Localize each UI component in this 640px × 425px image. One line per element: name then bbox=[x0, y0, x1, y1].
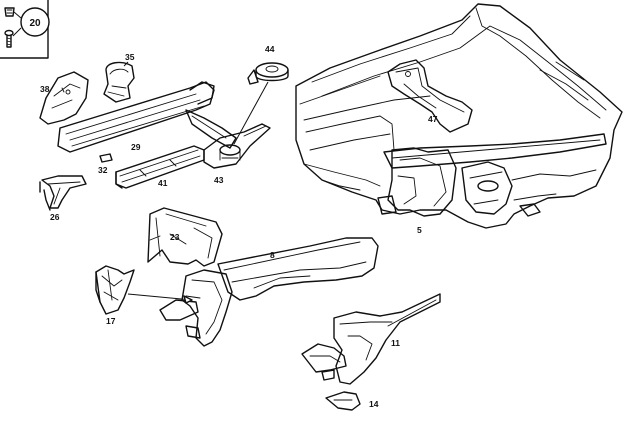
part-14-bracket bbox=[325, 391, 361, 411]
callout-17: 17 bbox=[106, 316, 116, 326]
callout-11: 11 bbox=[391, 338, 400, 348]
part-35-bracket bbox=[103, 61, 135, 103]
callout-26: 26 bbox=[50, 212, 60, 222]
part-32-clip bbox=[99, 153, 113, 163]
callout-32: 32 bbox=[98, 165, 108, 175]
part-29-side-rail bbox=[57, 81, 237, 153]
part-44-spring-cap bbox=[233, 62, 289, 145]
callout-35: 35 bbox=[125, 52, 135, 62]
part-26-bent-bracket bbox=[39, 175, 87, 211]
part-38-bracket bbox=[39, 71, 89, 125]
callout-29: 29 bbox=[131, 142, 141, 152]
part-8-wheel-apron bbox=[159, 237, 379, 347]
fastener-inset: 20 bbox=[0, 0, 50, 59]
callout-38: 38 bbox=[40, 84, 50, 94]
callout-41: 41 bbox=[158, 178, 168, 188]
callout-43: 43 bbox=[214, 175, 224, 185]
body-shell-assembly bbox=[295, 3, 623, 229]
callout-14: 14 bbox=[369, 399, 379, 409]
callout-44: 44 bbox=[265, 44, 275, 54]
part-17-bracket bbox=[95, 265, 193, 315]
inset-badge-label: 20 bbox=[29, 18, 41, 29]
part-23-panel bbox=[147, 207, 223, 267]
inset-circle bbox=[20, 7, 50, 37]
clip-nut-icon bbox=[4, 7, 15, 17]
part-11-inner-apron bbox=[301, 293, 441, 385]
callout-47: 47 bbox=[428, 114, 438, 124]
callout-23: 23 bbox=[170, 232, 180, 242]
part-43-strut-mount bbox=[203, 123, 271, 169]
callout-5: 5 bbox=[417, 225, 422, 235]
callout-8: 8 bbox=[270, 250, 275, 260]
screw-icon bbox=[4, 29, 14, 48]
